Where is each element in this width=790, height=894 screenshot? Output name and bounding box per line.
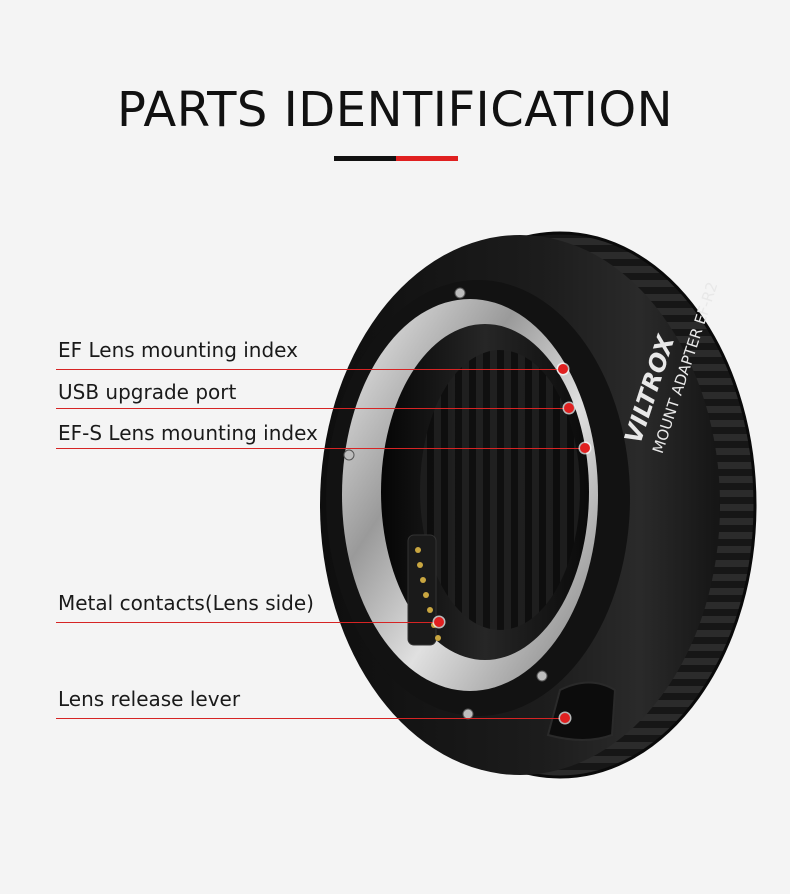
- callout-label-usb-port: USB upgrade port: [58, 380, 237, 404]
- callout-label-ef-index: EF Lens mounting index: [58, 338, 298, 362]
- page-title: PARTS IDENTIFICATION: [117, 82, 673, 138]
- callout-line-release-lever: [56, 718, 564, 719]
- callout-label-release-lever: Lens release lever: [58, 687, 241, 711]
- callout-line-usb-port: [56, 408, 568, 409]
- callout-label-metal-contacts: Metal contacts(Lens side): [58, 591, 314, 615]
- callout-line-efs-index: [56, 448, 586, 449]
- callout-dot-efs-index: [580, 443, 590, 453]
- callout-line-metal-contacts: [56, 622, 440, 623]
- callout-dot-metal-contacts: [434, 617, 444, 627]
- callout-dot-release-lever: [560, 713, 570, 723]
- callout-line-ef-index: [56, 369, 562, 370]
- callout-label-efs-index: EF-S Lens mounting index: [58, 421, 318, 445]
- title-underline-black: [334, 156, 396, 161]
- title-underline-red: [396, 156, 458, 161]
- callout-dot-usb-port: [564, 403, 574, 413]
- callout-dot-ef-index: [558, 364, 568, 374]
